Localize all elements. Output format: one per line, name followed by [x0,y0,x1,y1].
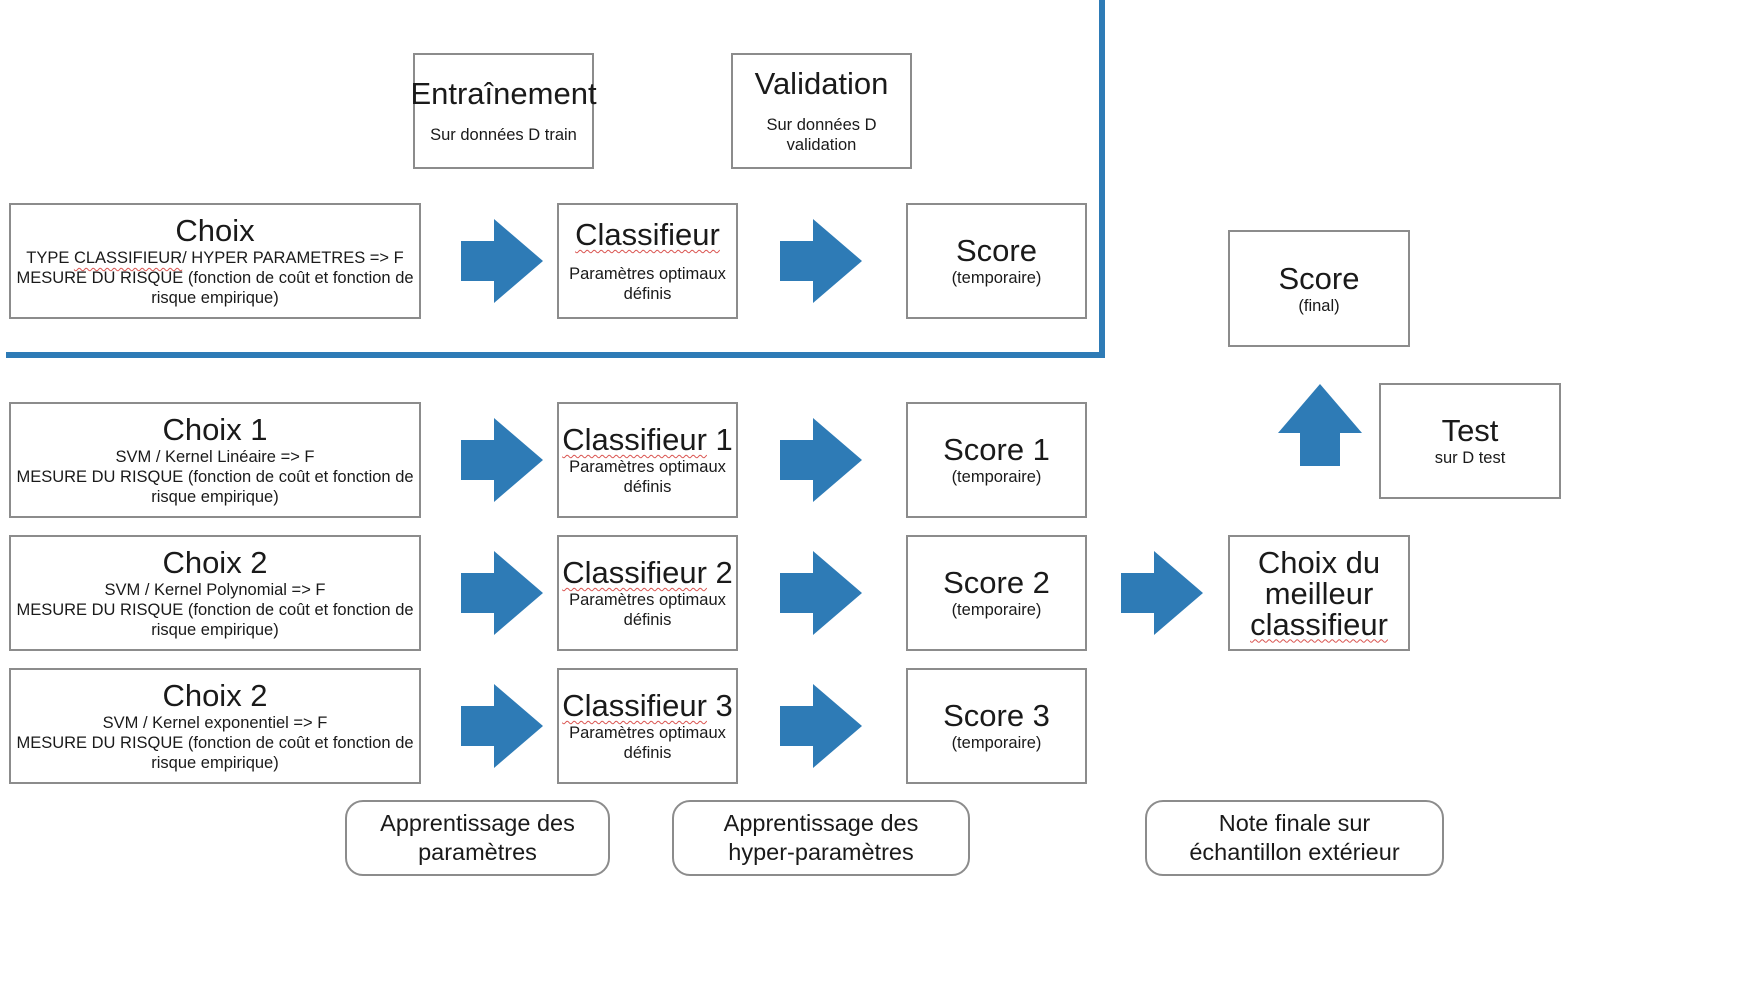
caption-final-score: Note finale sur échantillon extérieur [1145,800,1444,876]
score-subtitle-3: (temporaire) [951,734,1042,752]
choice-title-1: Choix 1 [162,412,268,447]
choice-line2-1: MESURE DU RISQUE (fonction de coût et fo… [16,468,414,506]
choice-line2-3: MESURE DU RISQUE (fonction de coût et fo… [16,734,414,772]
best-line2: meilleur [1264,575,1374,611]
final-score-title: Score [1278,260,1360,296]
classifier-subtitle-2: Paramètres optimaux définis [569,591,726,629]
final-score-box: Score (final) [1228,230,1410,347]
classifier-title-1: Classifieur 1 [562,422,733,457]
arrow-right-icon [1121,551,1203,635]
training-header-box: Entraînement Sur données D train [410,53,597,169]
final-score-subtitle: (final) [1298,296,1340,315]
caption-hyperparameter-learning: Apprentissage des hyper-paramètres [672,800,970,876]
top-section-frame-bottom [6,352,1105,358]
choice-box-1: Choix 1 SVM / Kernel Linéaire => F MESUR… [9,402,421,518]
generic-score-title: Score [956,233,1037,268]
score-title-1: Score 1 [943,432,1050,467]
choice-line1-3: SVM / Kernel exponentiel => F [102,714,328,732]
classifier-box-1: Classifieur 1 Paramètres optimaux défini… [557,402,738,518]
score-box-2: Score 2 (temporaire) [906,535,1087,651]
arrow-up-icon [1278,384,1362,466]
classifier-subtitle-1: Paramètres optimaux définis [569,458,726,496]
score-title-3: Score 3 [943,698,1050,733]
generic-choice-line2: MESURE DU RISQUE (fonction de coût et fo… [16,269,414,307]
arrow-right-icon [461,418,543,502]
generic-classifier-title: Classifieur [575,217,720,252]
training-subtitle: Sur données D train [430,126,577,144]
arrow-right-icon [461,219,543,303]
generic-choice-line1: TYPE CLASSIFIEUR/ HYPER PARAMETRES => F [26,249,404,267]
test-subtitle: sur D test [1434,449,1506,467]
best-line1: Choix du [1257,544,1381,580]
arrow-right-icon [780,684,862,768]
validation-subtitle: Sur données D validation [766,116,877,154]
caption-parameter-learning: Apprentissage des paramètres [345,800,610,876]
top-section-frame-right [1099,0,1105,358]
generic-classifier-subtitle: Paramètres optimaux définis [569,265,726,303]
arrow-right-icon [461,684,543,768]
arrow-right-icon [780,418,862,502]
classifier-title-2: Classifieur 2 [562,555,733,590]
generic-choice-title: Choix [175,213,255,248]
arrow-right-icon [780,551,862,635]
training-title: Entraînement [410,76,597,111]
classifier-box-3: Classifieur 3 Paramètres optimaux défini… [557,668,738,784]
validation-header-box: Validation Sur données D validation [731,53,912,169]
generic-score-subtitle: (temporaire) [951,269,1042,287]
arrow-right-icon [461,551,543,635]
score-box-3: Score 3 (temporaire) [906,668,1087,784]
best-classifier-box: Choix du meilleur classifieur [1228,535,1410,651]
choice-box-3: Choix 2 SVM / Kernel exponentiel => F ME… [9,668,421,784]
choice-line2-2: MESURE DU RISQUE (fonction de coût et fo… [16,601,414,639]
choice-line1-1: SVM / Kernel Linéaire => F [115,448,315,466]
score-box-1: Score 1 (temporaire) [906,402,1087,518]
generic-choice-box: Choix TYPE CLASSIFIEUR/ HYPER PARAMETRES… [9,203,421,319]
validation-title: Validation [754,66,889,101]
choice-line1-2: SVM / Kernel Polynomial => F [104,581,326,599]
score-subtitle-1: (temporaire) [951,468,1042,486]
choice-title-2: Choix 2 [162,545,268,580]
choice-title-3: Choix 2 [162,678,268,713]
best-line3: classifieur [1250,606,1388,642]
generic-score-box: Score (temporaire) [906,203,1087,319]
score-subtitle-2: (temporaire) [951,601,1042,619]
score-title-2: Score 2 [943,565,1050,600]
test-title: Test [1441,413,1499,448]
classifier-title-3: Classifieur 3 [562,688,733,723]
arrow-right-icon [780,219,862,303]
classifier-box-2: Classifieur 2 Paramètres optimaux défini… [557,535,738,651]
test-box: Test sur D test [1379,383,1561,499]
choice-box-2: Choix 2 SVM / Kernel Polynomial => F MES… [9,535,421,651]
generic-classifier-box: Classifieur Paramètres optimaux définis [557,203,738,319]
classifier-subtitle-3: Paramètres optimaux définis [569,724,726,762]
